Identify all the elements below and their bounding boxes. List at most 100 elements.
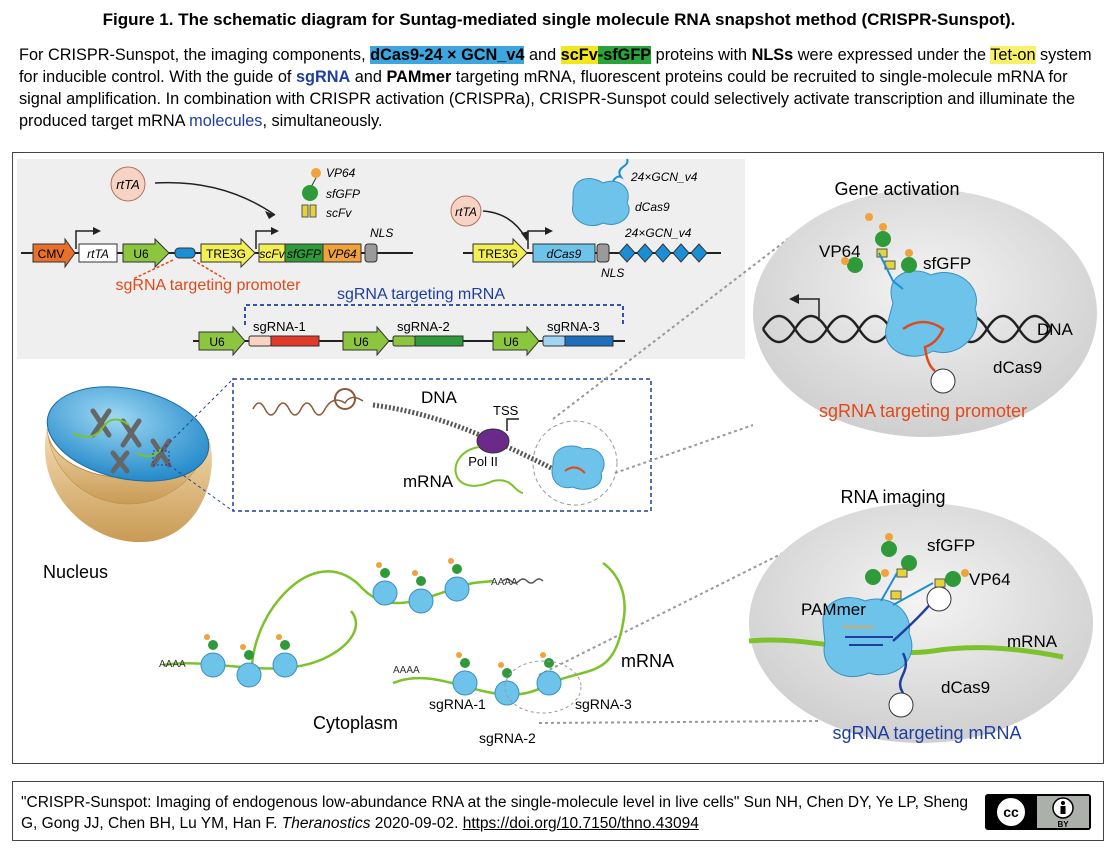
nlss-text: NLSs — [751, 46, 794, 64]
svg-text:sgRNA targeting mRNA: sgRNA targeting mRNA — [337, 286, 505, 303]
svg-text:VP64: VP64 — [327, 247, 357, 261]
rtta-gene — [78, 243, 118, 263]
vp64-gene — [322, 243, 362, 263]
citation-text: "CRISPR-Sunspot: Imaging of endogenous l… — [21, 794, 969, 832]
svg-text:Cytoplasm: Cytoplasm — [313, 713, 398, 733]
svg-text:sfGFP: sfGFP — [923, 254, 971, 273]
citation-box: "CRISPR-Sunspot: Imaging of endogenous l… — [12, 781, 1104, 841]
svg-text:sgRNA-3: sgRNA-3 — [547, 319, 600, 334]
cytoplasm-mrnas: AAAA AAAA AAAA Cytoplasm mRNA sgRNA-1 sg… — [159, 558, 674, 746]
cmv-promoter — [32, 237, 76, 269]
gene-activation-panel: Gene activation DNA dCas9 sgRNA targetin… — [753, 179, 1097, 437]
cc-icon — [995, 796, 1027, 828]
construct-1: rtTA CMV rtTA U6 TRE3G scFv sfGFP VP64 N… — [21, 166, 413, 294]
suntag-cluster-activation — [841, 213, 917, 290]
svg-text:U6: U6 — [353, 335, 369, 349]
svg-text:RNA imaging: RNA imaging — [840, 487, 945, 507]
svg-text:DNA: DNA — [1037, 320, 1074, 339]
u6-promoter — [122, 237, 170, 269]
doi-link[interactable]: https://doi.org/10.7150/thno.43094 — [462, 815, 699, 832]
svg-text:sgRNA-1: sgRNA-1 — [429, 696, 486, 712]
svg-text:Pol II: Pol II — [468, 454, 498, 469]
svg-text:sgRNA targeting promoter: sgRNA targeting promoter — [819, 401, 1027, 421]
svg-text:sgRNA-3: sgRNA-3 — [575, 696, 632, 712]
journal-name: Theranostics — [281, 815, 371, 832]
svg-text:AAAA: AAAA — [393, 665, 420, 676]
svg-text:CMV: CMV — [38, 247, 65, 261]
svg-text:NLS: NLS — [601, 266, 624, 280]
svg-text:cc: cc — [1003, 804, 1019, 820]
cc-by-license-badge[interactable]: cc BY — [985, 794, 1091, 830]
sgrna-mrna-constructs: sgRNA targeting mRNA U6 sgRNA-1 U6 sgRNA… — [193, 286, 625, 357]
svg-text:Gene activation: Gene activation — [834, 179, 959, 199]
svg-text:scFv: scFv — [259, 247, 285, 261]
dcas9-protein-icon — [571, 178, 630, 227]
svg-text:dCas9: dCas9 — [547, 247, 582, 261]
rtta-protein — [110, 166, 146, 202]
svg-text:NLS: NLS — [370, 226, 393, 240]
tre3g-promoter — [200, 237, 256, 269]
svg-text:TRE3G: TRE3G — [206, 247, 246, 261]
figure-description: For CRISPR-Sunspot, the imaging componen… — [19, 46, 1092, 130]
transcription-inset: Pol II TSS DNA mRNA — [232, 378, 652, 512]
svg-text:TSS: TSS — [493, 403, 519, 418]
svg-text:sgRNA-1: sgRNA-1 — [253, 319, 306, 334]
rna-imaging-panel: RNA imaging PAMmer mRNA dCas9 sgRNA targ… — [748, 487, 1093, 743]
svg-text:sfGFP: sfGFP — [326, 187, 360, 201]
svg-text:dCas9: dCas9 — [635, 200, 670, 214]
svg-text:U6: U6 — [133, 247, 149, 261]
nls-tag-2 — [596, 243, 610, 263]
gcn-v4-repeats — [618, 243, 708, 263]
dcas9-gene — [532, 243, 596, 263]
svg-text:sgRNA targeting promoter: sgRNA targeting promoter — [116, 277, 302, 294]
svg-text:VP64: VP64 — [326, 166, 356, 180]
svg-text:dCas9: dCas9 — [941, 678, 990, 697]
svg-text:TRE3G: TRE3G — [478, 247, 518, 261]
svg-text:sgRNA targeting mRNA: sgRNA targeting mRNA — [832, 723, 1021, 743]
svg-text:BY: BY — [1057, 820, 1069, 829]
svg-text:rtTA: rtTA — [116, 177, 140, 192]
svg-text:rtTA: rtTA — [455, 205, 477, 219]
highlight-24x-gcn: -24 × GCN_v4 — [419, 46, 525, 64]
molecules-text: molecules — [189, 112, 263, 130]
svg-text:VP64: VP64 — [819, 242, 861, 261]
svg-text:sfGFP: sfGFP — [287, 247, 321, 261]
svg-text:mRNA: mRNA — [621, 651, 674, 671]
highlight-scfv: scFv — [560, 46, 598, 64]
highlight-dcas9: dCas9 — [370, 46, 419, 64]
svg-text:mRNA: mRNA — [1007, 632, 1058, 651]
svg-text:VP64: VP64 — [969, 570, 1011, 589]
rtta-protein-2 — [450, 195, 482, 227]
vp64-icon — [311, 168, 321, 178]
svg-text:mRNA: mRNA — [403, 472, 454, 491]
svg-text:scFv: scFv — [326, 206, 352, 220]
schematic-panel: rtTA CMV rtTA U6 TRE3G scFv sfGFP VP64 N… — [12, 152, 1104, 764]
sgrna-text: sgRNA — [295, 68, 351, 86]
svg-text:sfGFP: sfGFP — [927, 536, 975, 555]
nucleus-illustration: Nucleus — [43, 378, 234, 582]
figure-title: Figure 1. The schematic diagram for Sunt… — [102, 10, 1016, 29]
sgrna-promoter-spacer — [174, 247, 196, 259]
suntag-cluster-imaging — [865, 533, 969, 606]
tre3g-promoter-2 — [472, 237, 528, 269]
svg-text:U6: U6 — [209, 335, 225, 349]
svg-text:sgRNA-2: sgRNA-2 — [479, 730, 536, 746]
pol-ii-icon — [476, 428, 510, 454]
svg-text:rtTA: rtTA — [87, 247, 109, 261]
svg-text:AAAA: AAAA — [159, 659, 186, 670]
svg-text:DNA: DNA — [421, 388, 458, 407]
svg-text:24×GCN_v4: 24×GCN_v4 — [630, 170, 698, 184]
svg-text:U6: U6 — [503, 335, 519, 349]
svg-text:Nucleus: Nucleus — [43, 562, 108, 582]
svg-text:AAAA: AAAA — [491, 577, 518, 588]
construct-2: rtTA TRE3G dCas9 NLS 24×GCN_v4 24×GCN_v4… — [450, 158, 721, 280]
highlight-sfgfp: sfGFP — [603, 46, 652, 64]
schematic-svg: rtTA CMV rtTA U6 TRE3G scFv sfGFP VP64 N… — [17, 158, 1097, 746]
svg-text:24×GCN_v4: 24×GCN_v4 — [624, 226, 692, 240]
svg-text:sgRNA-2: sgRNA-2 — [397, 319, 450, 334]
highlight-teton: Tet-on — [990, 46, 1036, 64]
sfgfp-icon — [302, 185, 318, 201]
svg-text:dCas9: dCas9 — [993, 358, 1042, 377]
svg-text:PAMmer: PAMmer — [801, 600, 866, 619]
nls-tag — [364, 243, 378, 263]
